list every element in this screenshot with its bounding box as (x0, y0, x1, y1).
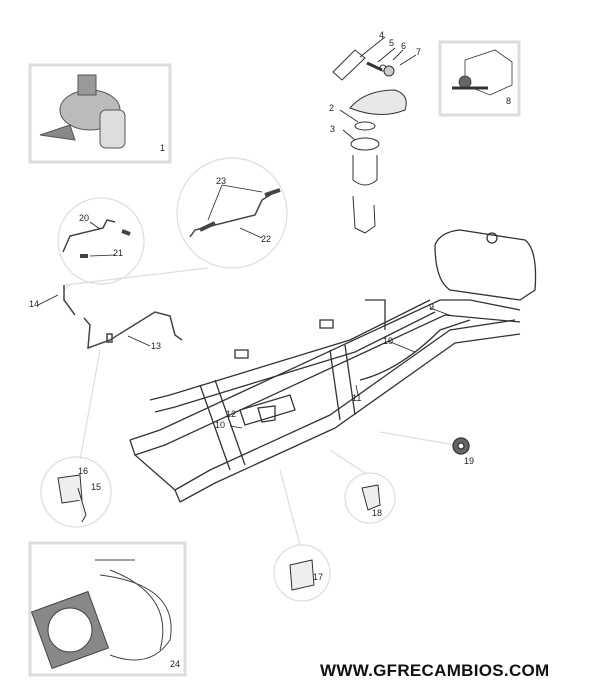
callout-14: 14 (29, 299, 40, 309)
callout-9: 9 (429, 302, 435, 312)
callout-18: 18 (372, 508, 383, 518)
callout-22: 22 (261, 234, 272, 244)
callout-17: 17 (313, 572, 324, 582)
callout-19: 19 (464, 456, 475, 466)
callout-8: 8 (506, 96, 512, 106)
fuel-pump-image (39, 74, 126, 149)
callout-7: 7 (416, 47, 422, 57)
callout-11: 11 (352, 393, 362, 403)
callout-16: 16 (78, 466, 89, 476)
detail-circle-bracket (40, 456, 112, 528)
callout-1: 1 (160, 143, 166, 153)
gasket-part (332, 49, 366, 81)
detail-circle-clip (273, 544, 331, 602)
callout-3: 3 (330, 124, 336, 134)
detail-circle-pipe (176, 157, 288, 269)
callout-20: 20 (79, 213, 90, 223)
callout-15: 15 (91, 482, 102, 492)
website-link[interactable]: WWW.GFRECAMBIOS.COM (320, 661, 550, 680)
callout-4: 4 (379, 30, 385, 40)
inset-box-cable-kit (28, 541, 187, 677)
callout-24: 24 (170, 659, 181, 669)
detail-circle-clamp (344, 472, 396, 524)
callout-12: 12 (226, 409, 237, 419)
chassis-frame (129, 229, 537, 503)
detail-circle-hose (57, 197, 145, 285)
callout-13: 13 (151, 341, 162, 351)
inset-box-fuel-pump (28, 63, 172, 164)
callout-5: 5 (389, 38, 395, 48)
callout-2: 2 (329, 103, 335, 113)
callout-10a: 10 (383, 336, 394, 346)
callout-21: 21 (113, 248, 124, 258)
callout-10b: 10 (215, 420, 226, 430)
callout-6: 6 (401, 41, 407, 51)
inset-box-repair-kit (438, 40, 521, 117)
callout-23: 23 (216, 176, 227, 186)
